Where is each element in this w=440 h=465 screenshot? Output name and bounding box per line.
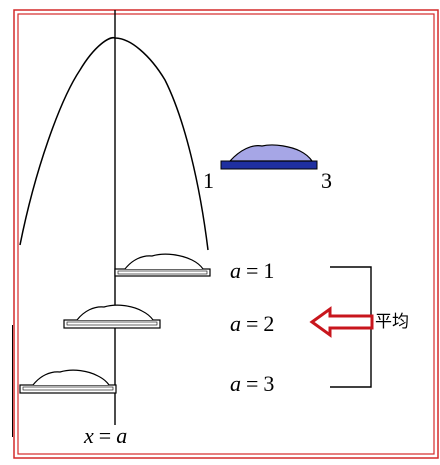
lens-base <box>114 268 211 277</box>
lens-dome <box>228 144 314 162</box>
lens-dome <box>76 304 154 321</box>
lens-shape-a3 <box>19 369 117 394</box>
lens-base <box>63 319 161 329</box>
lens-dome <box>32 369 110 386</box>
outer-frame <box>13 9 439 459</box>
equation-a1: a=1 <box>230 258 274 283</box>
lens-base <box>19 384 117 394</box>
label-1: 1 <box>203 168 214 193</box>
lens-shape-a1 <box>114 253 211 277</box>
lens-shape-colored <box>220 144 318 170</box>
lens-dome <box>124 253 204 270</box>
label-3: 3 <box>321 168 332 193</box>
equation-a2: a=2 <box>230 311 274 336</box>
average-arrow <box>309 306 374 338</box>
equation-a3: a=3 <box>230 371 274 396</box>
average-label: 平均 <box>375 312 409 332</box>
axis-label-x-eq-a: x=a <box>83 423 127 448</box>
distribution-curve <box>19 37 209 251</box>
lens-base <box>220 160 318 170</box>
lens-shape-a2 <box>63 304 161 329</box>
inner-frame <box>17 13 435 455</box>
left-edge-bar <box>0 325 13 437</box>
